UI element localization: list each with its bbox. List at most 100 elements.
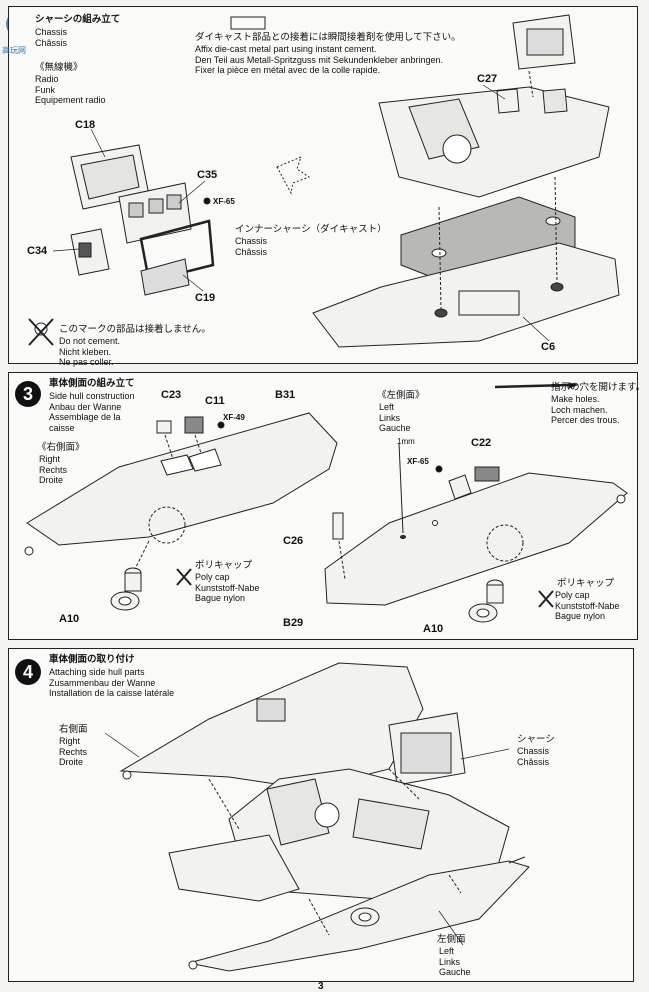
radio-label-line: Funk: [35, 84, 56, 95]
drill-icon: [494, 383, 570, 389]
radio-label-line: Equipement radio: [35, 95, 106, 105]
hull-c6: [312, 242, 620, 348]
step4-right-jp: 右側面: [59, 724, 88, 735]
step4-title-jp: 車体側面の取り付け: [49, 654, 135, 665]
radio-label-jp: 《無線機》: [35, 62, 83, 73]
part-c22: [474, 466, 500, 482]
chassis-diagram: [28, 14, 620, 348]
diecast-part-icon: [230, 16, 266, 30]
make-holes-line: Loch machen.: [551, 404, 608, 415]
no-cement-icon: [538, 590, 554, 608]
left-label-line: Links: [379, 412, 401, 423]
make-holes-lines: Make holes. Loch machen. Percer des trou…: [551, 394, 620, 426]
part-label-c26: C26: [283, 535, 304, 547]
no-cement-line: Do not cement.: [59, 336, 121, 346]
inner-chassis-plate: [400, 196, 576, 288]
step4-right-line: Rechts: [59, 746, 88, 757]
part-label-c11: C11: [205, 395, 225, 407]
make-holes-line: Make holes.: [551, 394, 600, 404]
step4-right-lines: Right Rechts Droite: [59, 736, 87, 768]
step4-title-line: Zusammenbau der Wanne: [49, 677, 156, 688]
no-cement-jp: このマークの部品は接着しません。: [59, 324, 211, 335]
polycap-left-line: Poly cap: [555, 590, 590, 600]
polycap-right-line: Kunststoff-Nabe: [195, 582, 260, 593]
part-label-b31: B31: [275, 389, 296, 401]
inner-chassis-lines: Chassis Châssis: [235, 236, 267, 257]
step3-title-line: Assemblage de la: [49, 412, 121, 422]
part-label-c23: C23: [161, 389, 182, 401]
part-label-c35: C35: [197, 169, 218, 181]
paint-code-xf65: XF-65: [407, 457, 429, 466]
part-c23: [156, 420, 172, 434]
left-label-line: Left: [379, 402, 395, 412]
part-label-a10-right: A10: [59, 613, 80, 625]
attach-hull-diagram: [104, 662, 530, 972]
inner-chassis-line: Châssis: [235, 246, 268, 257]
part-c11: [184, 416, 204, 434]
part-label-c18: C18: [75, 119, 96, 131]
left-label-lines: Left Links Gauche: [379, 402, 411, 434]
paint-code-xf49: XF-49: [223, 413, 245, 422]
panel-chassis: シャーシの組み立て Chassis Châssis ダイキャスト部品との接着には…: [8, 6, 638, 367]
step3-title-line: Anbau der Wanne: [49, 401, 122, 412]
part-label-b29: B29: [283, 617, 304, 629]
drill-size-label: 1mm: [397, 437, 415, 446]
radio-label-lines: Radio Funk Equipement radio: [35, 74, 106, 106]
part-c26: [332, 512, 344, 540]
make-holes-line: Percer des trous.: [551, 415, 620, 425]
step4-title-lines: Attaching side hull parts Zusammenbau de…: [49, 667, 174, 699]
step4-title-line: Installation de la caisse latérale: [49, 688, 175, 698]
right-label-lines: Right Rechts Droite: [39, 454, 67, 486]
instruction-line: Fixer la pièce en métal avec de la colle…: [195, 65, 381, 75]
polycap-left-lines: Poly cap Kunststoff-Nabe Bague nylon: [555, 590, 619, 622]
step3-title-line: caisse: [49, 422, 75, 433]
part-label-c6: C6: [541, 341, 556, 353]
step4-chassis-lines: Chassis Châssis: [517, 746, 549, 767]
frame-c19: [139, 219, 215, 283]
right-side-hull: [119, 662, 424, 790]
instruction-lines: Affix die-cast metal part using instant …: [195, 44, 443, 76]
part-c27: [496, 88, 520, 114]
part-c22-body: [448, 474, 472, 500]
left-label-line: Gauche: [379, 423, 411, 433]
step3-title-lines: Side hull construction Anbau der Wanne A…: [49, 391, 135, 433]
right-label-jp: 《右側面》: [37, 442, 85, 453]
paint-code-xf65: XF-65: [213, 197, 235, 206]
step4-left-jp: 左側面: [437, 934, 466, 945]
part-label-c27: C27: [477, 73, 498, 85]
logo-text: 高玩网: [2, 46, 26, 55]
polycap-right-jp: ポリキャップ: [195, 560, 253, 571]
chassis-header-jp: シャーシの組み立て: [35, 14, 121, 25]
step4-chassis-line: Chassis: [517, 746, 550, 756]
polycap-left-line: Kunststoff-Nabe: [555, 600, 620, 611]
instruction-jp: ダイキャスト部品との接着には瞬間接着剤を使用して下さい。: [195, 32, 461, 43]
no-cement-icon: [176, 568, 192, 586]
step4-left-line: Gauche: [439, 967, 471, 977]
make-holes-jp: 指示の穴を開けます。: [551, 382, 646, 393]
direction-arrow-icon: [276, 156, 311, 195]
step4-right-line: Right: [59, 736, 81, 746]
polycap-right-line: Bague nylon: [195, 593, 246, 603]
lower-hull-left: [168, 834, 300, 902]
panel-step-3: 3 車体側面の組み立て Side hull construction Anbau…: [8, 372, 645, 640]
chassis-header-line: Châssis: [35, 37, 68, 48]
right-label-line: Droite: [39, 475, 64, 485]
part-label-c34: C34: [27, 245, 48, 257]
no-cement-lines: Do not cement. Nicht kleben. Ne pas coll…: [59, 336, 120, 368]
polycap-left-jp: ポリキャップ: [557, 578, 615, 589]
right-label-line: Rechts: [39, 464, 68, 475]
step4-title-line: Attaching side hull parts: [49, 667, 145, 677]
step4-right-line: Droite: [59, 757, 84, 767]
step4-left-line: Left: [439, 946, 455, 956]
no-cement-icon: [28, 318, 54, 346]
step3-title-line: Side hull construction: [49, 391, 135, 401]
step-number-3: 3: [15, 381, 41, 407]
polycap-left-line: Bague nylon: [555, 611, 606, 621]
part-label-c19: C19: [195, 292, 216, 304]
step4-left-line: Links: [439, 956, 461, 967]
page-number: 3: [318, 981, 324, 992]
chassis-header-lines: Chassis Châssis: [35, 27, 67, 48]
part-label-a10-left: A10: [423, 623, 444, 635]
instruction-line: Affix die-cast metal part using instant …: [195, 44, 377, 54]
right-label-line: Right: [39, 454, 61, 464]
